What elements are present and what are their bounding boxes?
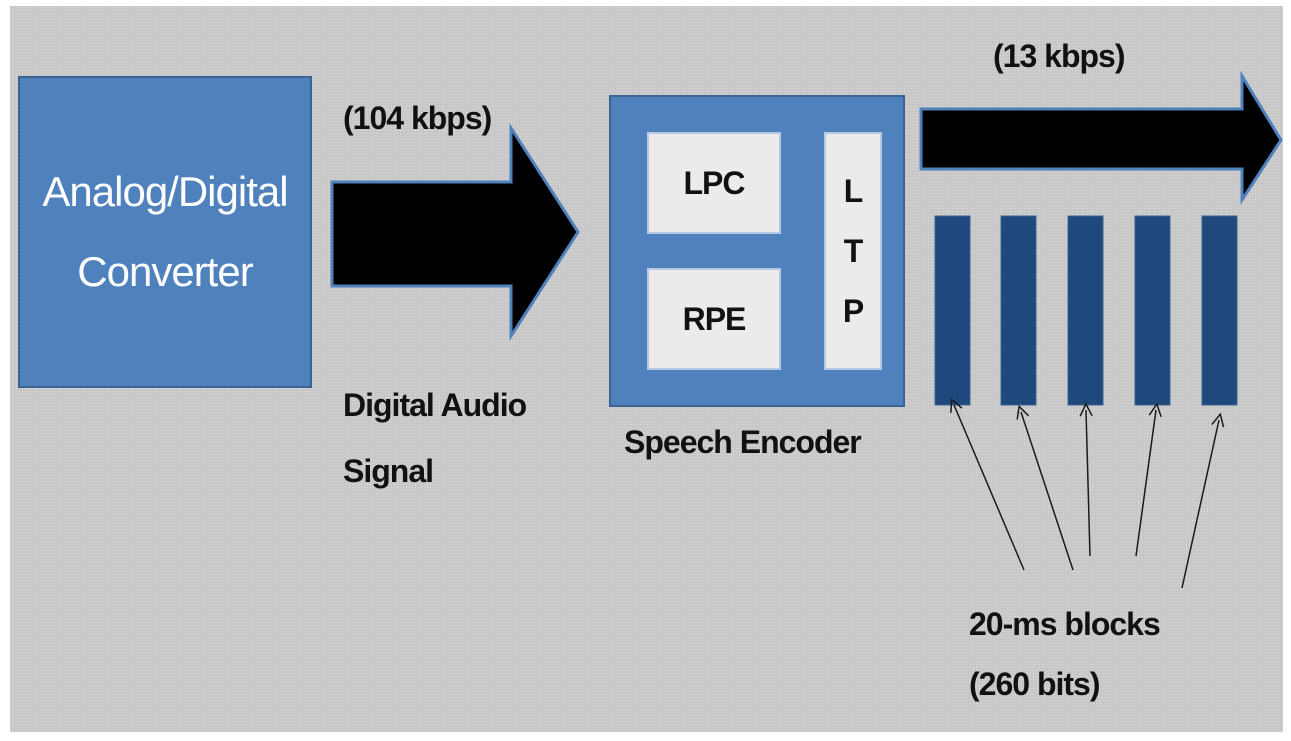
pointer-arrow-5: [1181, 420, 1219, 589]
output-rate-label: (13 kbps): [993, 38, 1125, 74]
block-2: [1000, 215, 1037, 406]
pointer-arrow-3: [1086, 410, 1090, 557]
pointer-arrow-4: [1135, 410, 1156, 557]
block-3: [1067, 215, 1104, 406]
digital-audio-signal-label: Digital Audio Signal: [343, 387, 527, 489]
ltp-box: L T P: [824, 132, 882, 370]
block-pointer-arrows: [954, 405, 1219, 589]
blocks-label: 20-ms blocks (260 bits): [969, 606, 1161, 702]
block-4: [1134, 215, 1171, 406]
converter-label: Analog/Digital Converter: [42, 168, 288, 295]
ltp-letter-l: L: [843, 173, 864, 209]
frame-border-top: [0, 0, 1291, 6]
ltp-letter-t: T: [843, 233, 864, 269]
input-arrow: [330, 122, 580, 342]
block-5: [1201, 215, 1238, 406]
analog-digital-converter-box: Analog/Digital Converter: [18, 76, 312, 388]
output-arrow: [919, 70, 1283, 206]
speech-encoder-caption: Speech Encoder: [624, 424, 862, 460]
pointer-arrow-2: [1021, 412, 1074, 571]
block-1: [934, 215, 971, 406]
lpc-box: LPC: [647, 132, 781, 234]
frame-border-left: [0, 0, 10, 741]
pointer-arrow-1: [954, 405, 1025, 571]
speech-encoder-box: LPC RPE L T P: [609, 95, 905, 407]
input-rate-label: (104 kbps): [343, 100, 492, 136]
frame-border-right: [1283, 0, 1291, 741]
blocks-group: [934, 215, 1238, 406]
rpe-box: RPE: [647, 268, 781, 370]
frame-border-bottom: [0, 732, 1291, 741]
ltp-letter-p: P: [842, 293, 864, 329]
